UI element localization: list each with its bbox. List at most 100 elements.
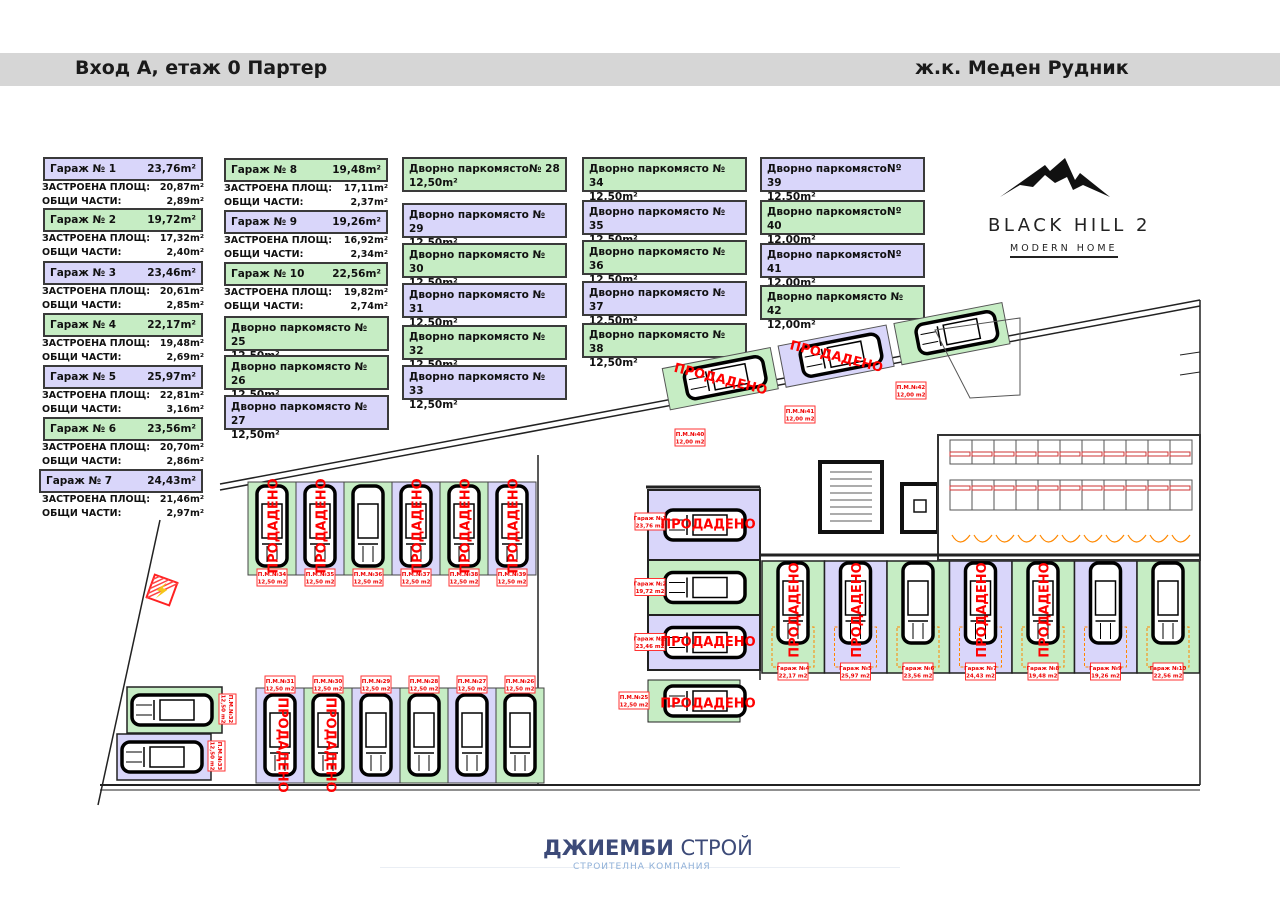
car-body — [776, 561, 810, 645]
car-hood-line — [806, 363, 823, 368]
door-swing — [951, 534, 971, 543]
car-windshield — [820, 348, 826, 369]
car-icon — [311, 693, 345, 777]
elevator-shaft — [900, 482, 940, 534]
storage-tag — [1081, 451, 1103, 457]
ramp — [934, 317, 1021, 399]
storage-tag — [1037, 451, 1059, 457]
sold-stamp: ПРОДАДЕНО — [323, 697, 338, 793]
car-roof — [782, 580, 804, 616]
storage-tag — [993, 451, 1015, 457]
door-swing — [1149, 534, 1169, 543]
space-area: 12,00 m2 — [897, 393, 926, 399]
space-number: П.М.№34 — [258, 571, 287, 578]
car-body — [447, 484, 481, 568]
parking-label: Дворно паркомясто № 38 — [589, 329, 726, 355]
car-icon — [838, 561, 873, 645]
space-number: П.М.№42 — [897, 384, 926, 391]
car-roof — [405, 503, 427, 539]
garage-detail-row: ЗАСТРОЕНА ПЛОЩ:16,92m² — [224, 235, 388, 246]
storage-tag — [1169, 485, 1191, 491]
door-swing — [1171, 534, 1191, 543]
car-body — [1088, 561, 1123, 645]
garage-area: 19,26m² — [332, 216, 381, 228]
garage-detail-row: ОБЩИ ЧАСТИ:2,97m² — [42, 508, 204, 519]
space-area: 12,50 m2 — [506, 687, 535, 693]
parking-label: Дворно паркомясто № 34 — [589, 163, 726, 189]
label-frame — [312, 675, 344, 694]
car-body — [495, 484, 529, 568]
detail-label: ЗАСТРОЕНА ПЛОЩ: — [42, 338, 151, 349]
space-area: 12,50 m2 — [220, 695, 226, 724]
detail-label: ОБЩИ ЧАСТИ: — [42, 404, 122, 415]
parking-area: 12,50m² — [409, 399, 458, 411]
label-frame — [360, 675, 392, 694]
parking-label: Дворно паркомясто № 29 — [409, 209, 546, 235]
label-frame — [218, 693, 237, 725]
garage-area: 23,56m² — [147, 423, 196, 435]
detail-label: ЗАСТРОЕНА ПЛОЩ: — [42, 390, 151, 401]
detail-label: ОБЩИ ЧАСТИ: — [42, 456, 122, 467]
parking-label: Дворно паркомястоNº 39 — [767, 163, 902, 189]
garage-area: 23,76m² — [147, 163, 196, 175]
garage-detail-row: ЗАСТРОЕНА ПЛОЩ:19,48m² — [42, 338, 204, 349]
car-body — [503, 693, 537, 777]
door-swing — [1105, 534, 1125, 543]
company-subtitle: СТРОИТЕЛНА КОМПАНИЯ — [573, 862, 711, 872]
detail-value: 2,97m² — [166, 508, 205, 519]
label-frame — [1152, 662, 1184, 681]
sold-stamp: ПРОДАДЕНО — [660, 518, 756, 533]
mountain-logo-icon — [1000, 158, 1110, 197]
storage-tag — [1125, 451, 1147, 457]
sold-stamp: ПРОДАДЕНО — [975, 562, 990, 658]
label-frame — [840, 662, 871, 681]
parking-label: Дворно паркомясто № 27 — [231, 401, 368, 427]
detail-label: ЗАСТРОЕНА ПЛОЩ: — [42, 442, 151, 453]
garage-detail-row: ОБЩИ ЧАСТИ:2,40m² — [42, 247, 204, 258]
sold-stamp: ПРОДАДЕНО — [459, 478, 474, 574]
label-frame — [304, 568, 336, 587]
car-icon — [1026, 561, 1060, 645]
garage-detail-row: ОБЩИ ЧАСТИ:2,74m² — [224, 301, 388, 312]
car-roof — [509, 712, 531, 748]
sold-stamp: ПРОДАДЕНО — [267, 478, 282, 574]
space-area: 22,56 m2 — [1154, 674, 1183, 680]
space-label: Гараж №10 22,56 m2 — [1150, 662, 1187, 681]
space-number: П.М.№40 — [676, 431, 705, 438]
storage-tag — [949, 485, 971, 491]
complex-name: ж.к. Меден Рудник — [915, 57, 1129, 79]
space-number: Гараж №10 — [1150, 665, 1187, 672]
car-body — [455, 693, 489, 777]
garage-detail-row: ЗАСТРОЕНА ПЛОЩ:17,32m² — [42, 233, 204, 244]
garage-label: Гараж № 8 — [231, 164, 298, 176]
car-roof — [1157, 580, 1179, 616]
detail-value: 16,92m² — [343, 235, 388, 246]
car-body — [311, 693, 345, 777]
garage-label: Гараж № 2 — [50, 214, 117, 226]
label-frame — [674, 428, 706, 447]
car-roof — [710, 362, 750, 391]
car-roof — [826, 340, 866, 369]
space-area: 12,50 m2 — [258, 580, 287, 586]
parking-label: Дворно паркомясто № 26 — [231, 361, 368, 387]
space-area: 12,50 m2 — [458, 687, 487, 693]
space-area: 24,43 m2 — [966, 674, 995, 680]
garage-area: 19,48m² — [332, 164, 381, 176]
parking-label: Дворно паркомясто № 32 — [409, 331, 546, 357]
door-swing — [995, 534, 1015, 543]
door-swing — [1127, 534, 1147, 543]
sold-stamp: ПРОДАДЕНО — [660, 697, 756, 712]
car-hood-line — [920, 331, 937, 336]
car-icon — [1088, 561, 1123, 645]
car-hood-line — [922, 340, 939, 345]
space-number: П.М.№36 — [354, 571, 383, 578]
space-number: Гараж №9 — [1089, 665, 1122, 672]
detail-value: 21,46m² — [159, 494, 204, 505]
